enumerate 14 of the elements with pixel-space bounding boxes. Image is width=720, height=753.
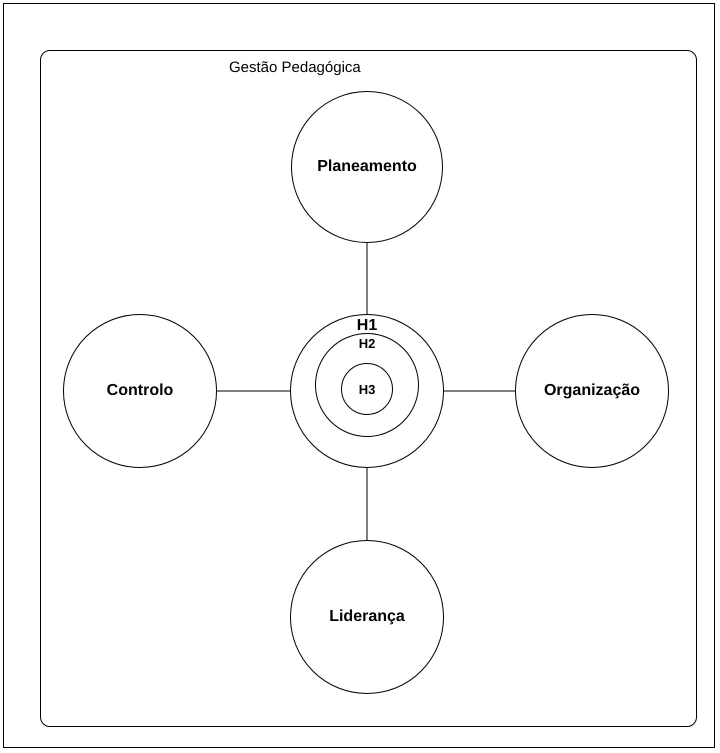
node-label: H2: [358, 336, 376, 351]
node-label: H1: [356, 317, 378, 335]
connector-line: [444, 390, 516, 392]
circle-node: [341, 363, 393, 415]
node-label: H3: [358, 382, 376, 396]
connector-line: [216, 390, 290, 392]
connector-line: [366, 468, 368, 540]
node-label: Planeamento: [317, 158, 417, 176]
node-label: Liderança: [329, 608, 405, 626]
group-heading: Gestão Pedagógica: [229, 59, 361, 76]
node-label: Controlo: [106, 382, 174, 400]
connector-line: [366, 242, 368, 314]
group-frame: [40, 50, 697, 727]
node-label: Organização: [544, 382, 640, 400]
